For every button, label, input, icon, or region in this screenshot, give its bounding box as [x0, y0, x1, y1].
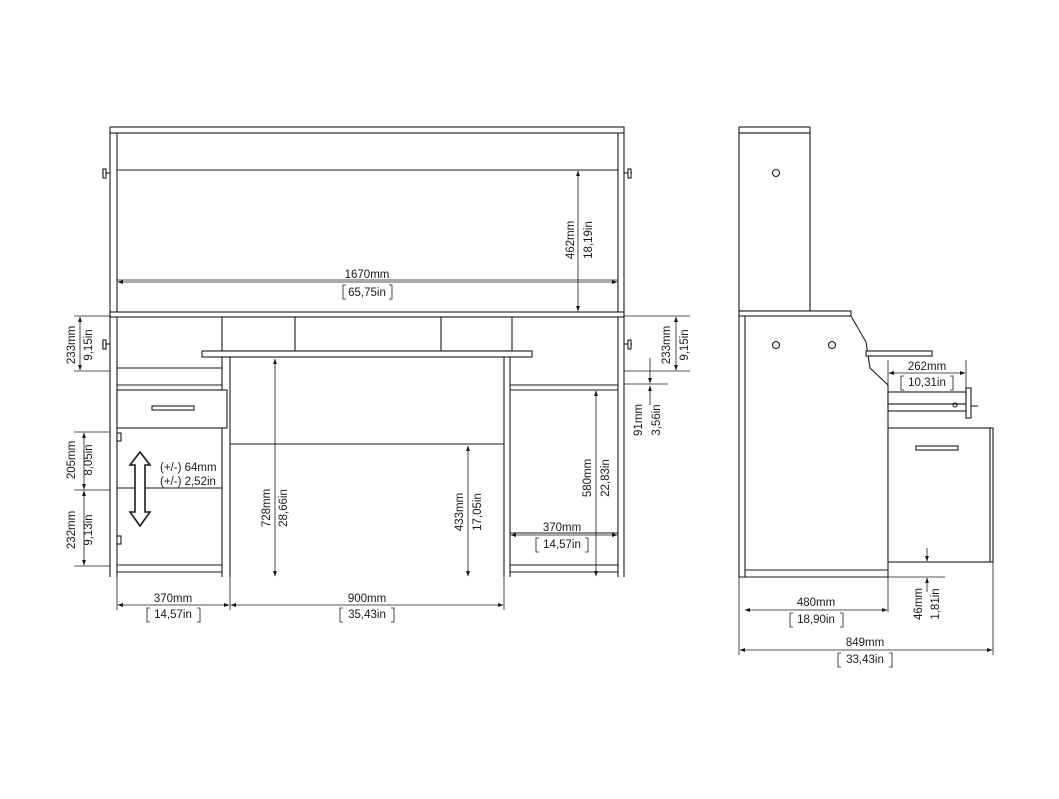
side-tray	[865, 350, 933, 357]
left-upper-height-mm: 205mm	[66, 441, 78, 479]
left-upper-height-in: 8,05in	[83, 444, 95, 475]
right-width-mm: 370mm	[543, 522, 581, 534]
shelf-gap-in: 3,56in	[651, 404, 663, 435]
desk-worktop	[201, 350, 533, 358]
side-pedestal-handle	[915, 445, 959, 451]
side-depth-mm: 480mm	[797, 597, 835, 609]
hutch-knob-right	[624, 168, 632, 179]
side-hutch-panel	[738, 132, 811, 312]
hutch-top-board	[109, 126, 625, 134]
adjust-range-mm: (+/-) 64mm	[160, 462, 217, 474]
total-depth-mm: 849mm	[846, 637, 884, 649]
desk-upper-compartment	[221, 316, 513, 352]
middle-width-mm: 900mm	[348, 593, 386, 605]
side-view: 262mm 10,31in 46mm 1,81in 480mm 18,90in …	[738, 126, 994, 668]
middle-width-in: 35,43in	[348, 609, 386, 621]
knee-height-in: 17,05in	[472, 493, 484, 531]
tray-depth-in: 10,31in	[908, 377, 946, 389]
side-hutch-top	[738, 126, 811, 134]
desk-height-mm: 728mm	[261, 489, 273, 527]
desk-knob-right	[624, 339, 632, 350]
left-pedestal	[109, 317, 231, 577]
right-width-in: 14,57in	[543, 539, 581, 551]
left-top-height-mm: 233mm	[66, 326, 78, 364]
adjustable-shelf-arrow-icon	[128, 450, 152, 528]
width-label-in: 65,75in	[348, 287, 386, 299]
shelf-gap-mm: 91mm	[633, 404, 645, 436]
tray-depth-mm: 262mm	[908, 361, 946, 373]
hutch-knob-left	[102, 168, 110, 179]
side-desk-top	[738, 310, 852, 317]
side-depth-in: 18,90in	[797, 614, 835, 626]
right-top-height-mm: 233mm	[661, 326, 673, 364]
left-lower-height-in: 9,13in	[83, 514, 95, 545]
left-top-height-in: 9,15in	[83, 329, 95, 360]
side-drawer-slide	[887, 391, 967, 405]
foot-height-in: 1,81in	[930, 588, 942, 619]
drawer-handle	[151, 405, 195, 411]
desk-upper-board	[109, 311, 625, 318]
knee-height-mm: 433mm	[454, 493, 466, 531]
desk-knob-left	[102, 339, 110, 350]
adjust-range-in: (+/-) 2,52in	[160, 476, 216, 488]
right-height-mm: 580mm	[582, 459, 594, 497]
right-height-in: 22,83in	[600, 459, 612, 497]
hutch-height-mm: 462mm	[565, 221, 577, 259]
desk-height-in: 28,66in	[278, 489, 290, 527]
right-top-height-in: 9,15in	[679, 329, 691, 360]
width-label-mm: 1670mm	[345, 269, 390, 281]
total-depth-in: 33,43in	[846, 654, 884, 666]
left-lower-height-mm: 232mm	[66, 511, 78, 549]
right-pedestal	[503, 317, 625, 577]
hutch-height-in: 18,19in	[583, 221, 595, 259]
left-width-in: 14,57in	[154, 609, 192, 621]
left-width-mm: 370mm	[154, 593, 192, 605]
foot-height-mm: 46mm	[913, 588, 925, 620]
front-view: 1670mm 65,75in 462mm 18,19in 233mm 9,15i…	[66, 126, 691, 623]
